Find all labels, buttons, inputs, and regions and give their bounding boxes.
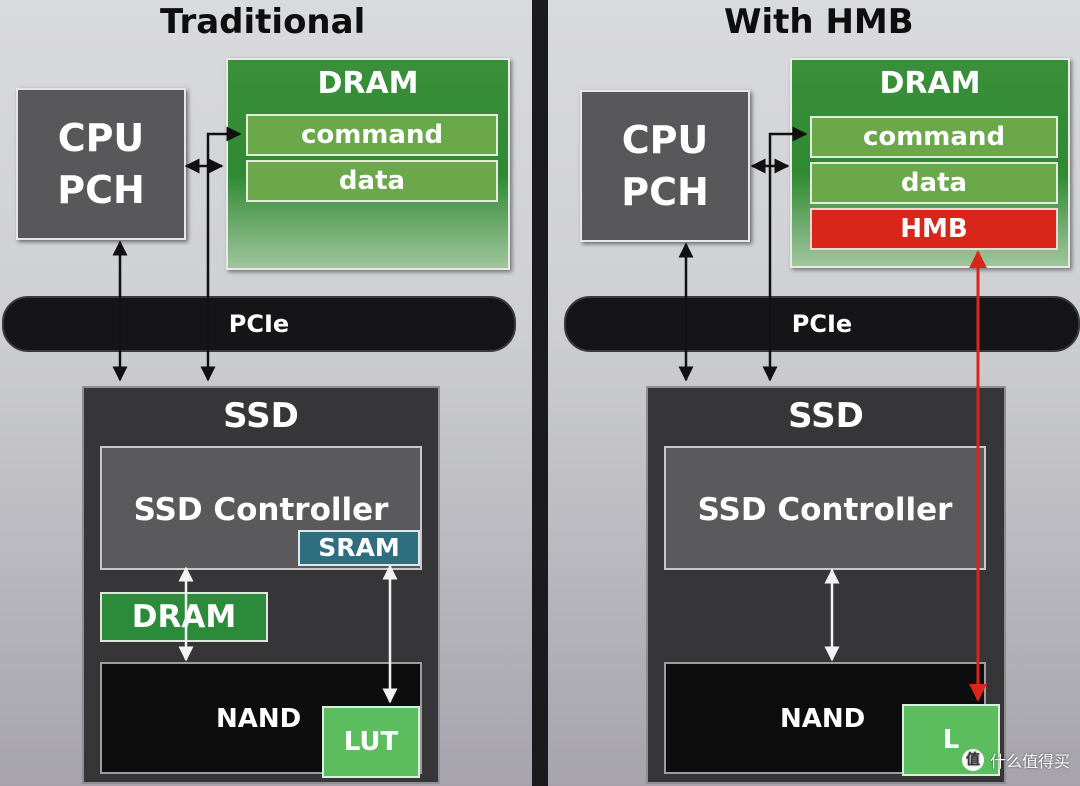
ssd-controller: SSD Controller <box>100 446 422 570</box>
panel-title: With HMB <box>724 2 914 42</box>
ssd-controller-label: SSD Controller <box>133 492 389 528</box>
ssd-title: SSD <box>223 396 299 436</box>
lut-block: LUT <box>322 706 420 778</box>
dram-command-row: command <box>810 116 1058 158</box>
hmb-row: HMB <box>810 208 1058 250</box>
dram-command-row: command <box>246 114 498 156</box>
host-dram-title: DRAM <box>317 66 419 101</box>
pcie-bus: PCIe <box>564 296 1080 352</box>
pch-label: PCH <box>57 168 145 212</box>
pch-label: PCH <box>621 170 709 214</box>
cpu-pch-box: CPU PCH <box>580 90 750 242</box>
ssd-box: SSD SSD Controller NAND L <box>646 386 1006 784</box>
panel-divider <box>532 0 548 786</box>
cpu-label: CPU <box>621 118 709 162</box>
traditional-panel: Traditional CPU PCH DRAM command data PC… <box>0 0 532 786</box>
nand-label: NAND <box>216 704 302 734</box>
host-dram-title: DRAM <box>879 66 981 101</box>
ssd-box: SSD SSD Controller SRAM DRAM NAND LUT <box>82 386 440 784</box>
hmb-panel: With HMB CPU PCH DRAM command data HMB P… <box>548 0 1080 786</box>
host-dram-box: DRAM command data <box>226 58 510 270</box>
pcie-bus: PCIe <box>2 296 516 352</box>
ssd-controller-label: SSD Controller <box>697 492 953 528</box>
lut-block: L <box>902 704 1000 776</box>
host-dram-box: DRAM command data HMB <box>790 58 1070 268</box>
ssd-title: SSD <box>788 396 864 436</box>
ssd-controller: SSD Controller <box>664 446 986 570</box>
panel-title: Traditional <box>160 2 366 42</box>
dram-data-row: data <box>810 162 1058 204</box>
dram-data-row: data <box>246 160 498 202</box>
watermark-icon: 值 <box>961 749 984 771</box>
cpu-pch-box: CPU PCH <box>16 88 186 240</box>
sram-block: SRAM <box>298 530 420 566</box>
watermark: 值 什么值得买 <box>961 748 1070 772</box>
nand-label: NAND <box>780 704 866 734</box>
watermark-text: 什么值得买 <box>989 752 1070 771</box>
ssd-dram-block: DRAM <box>100 592 268 642</box>
cpu-label: CPU <box>57 116 145 160</box>
